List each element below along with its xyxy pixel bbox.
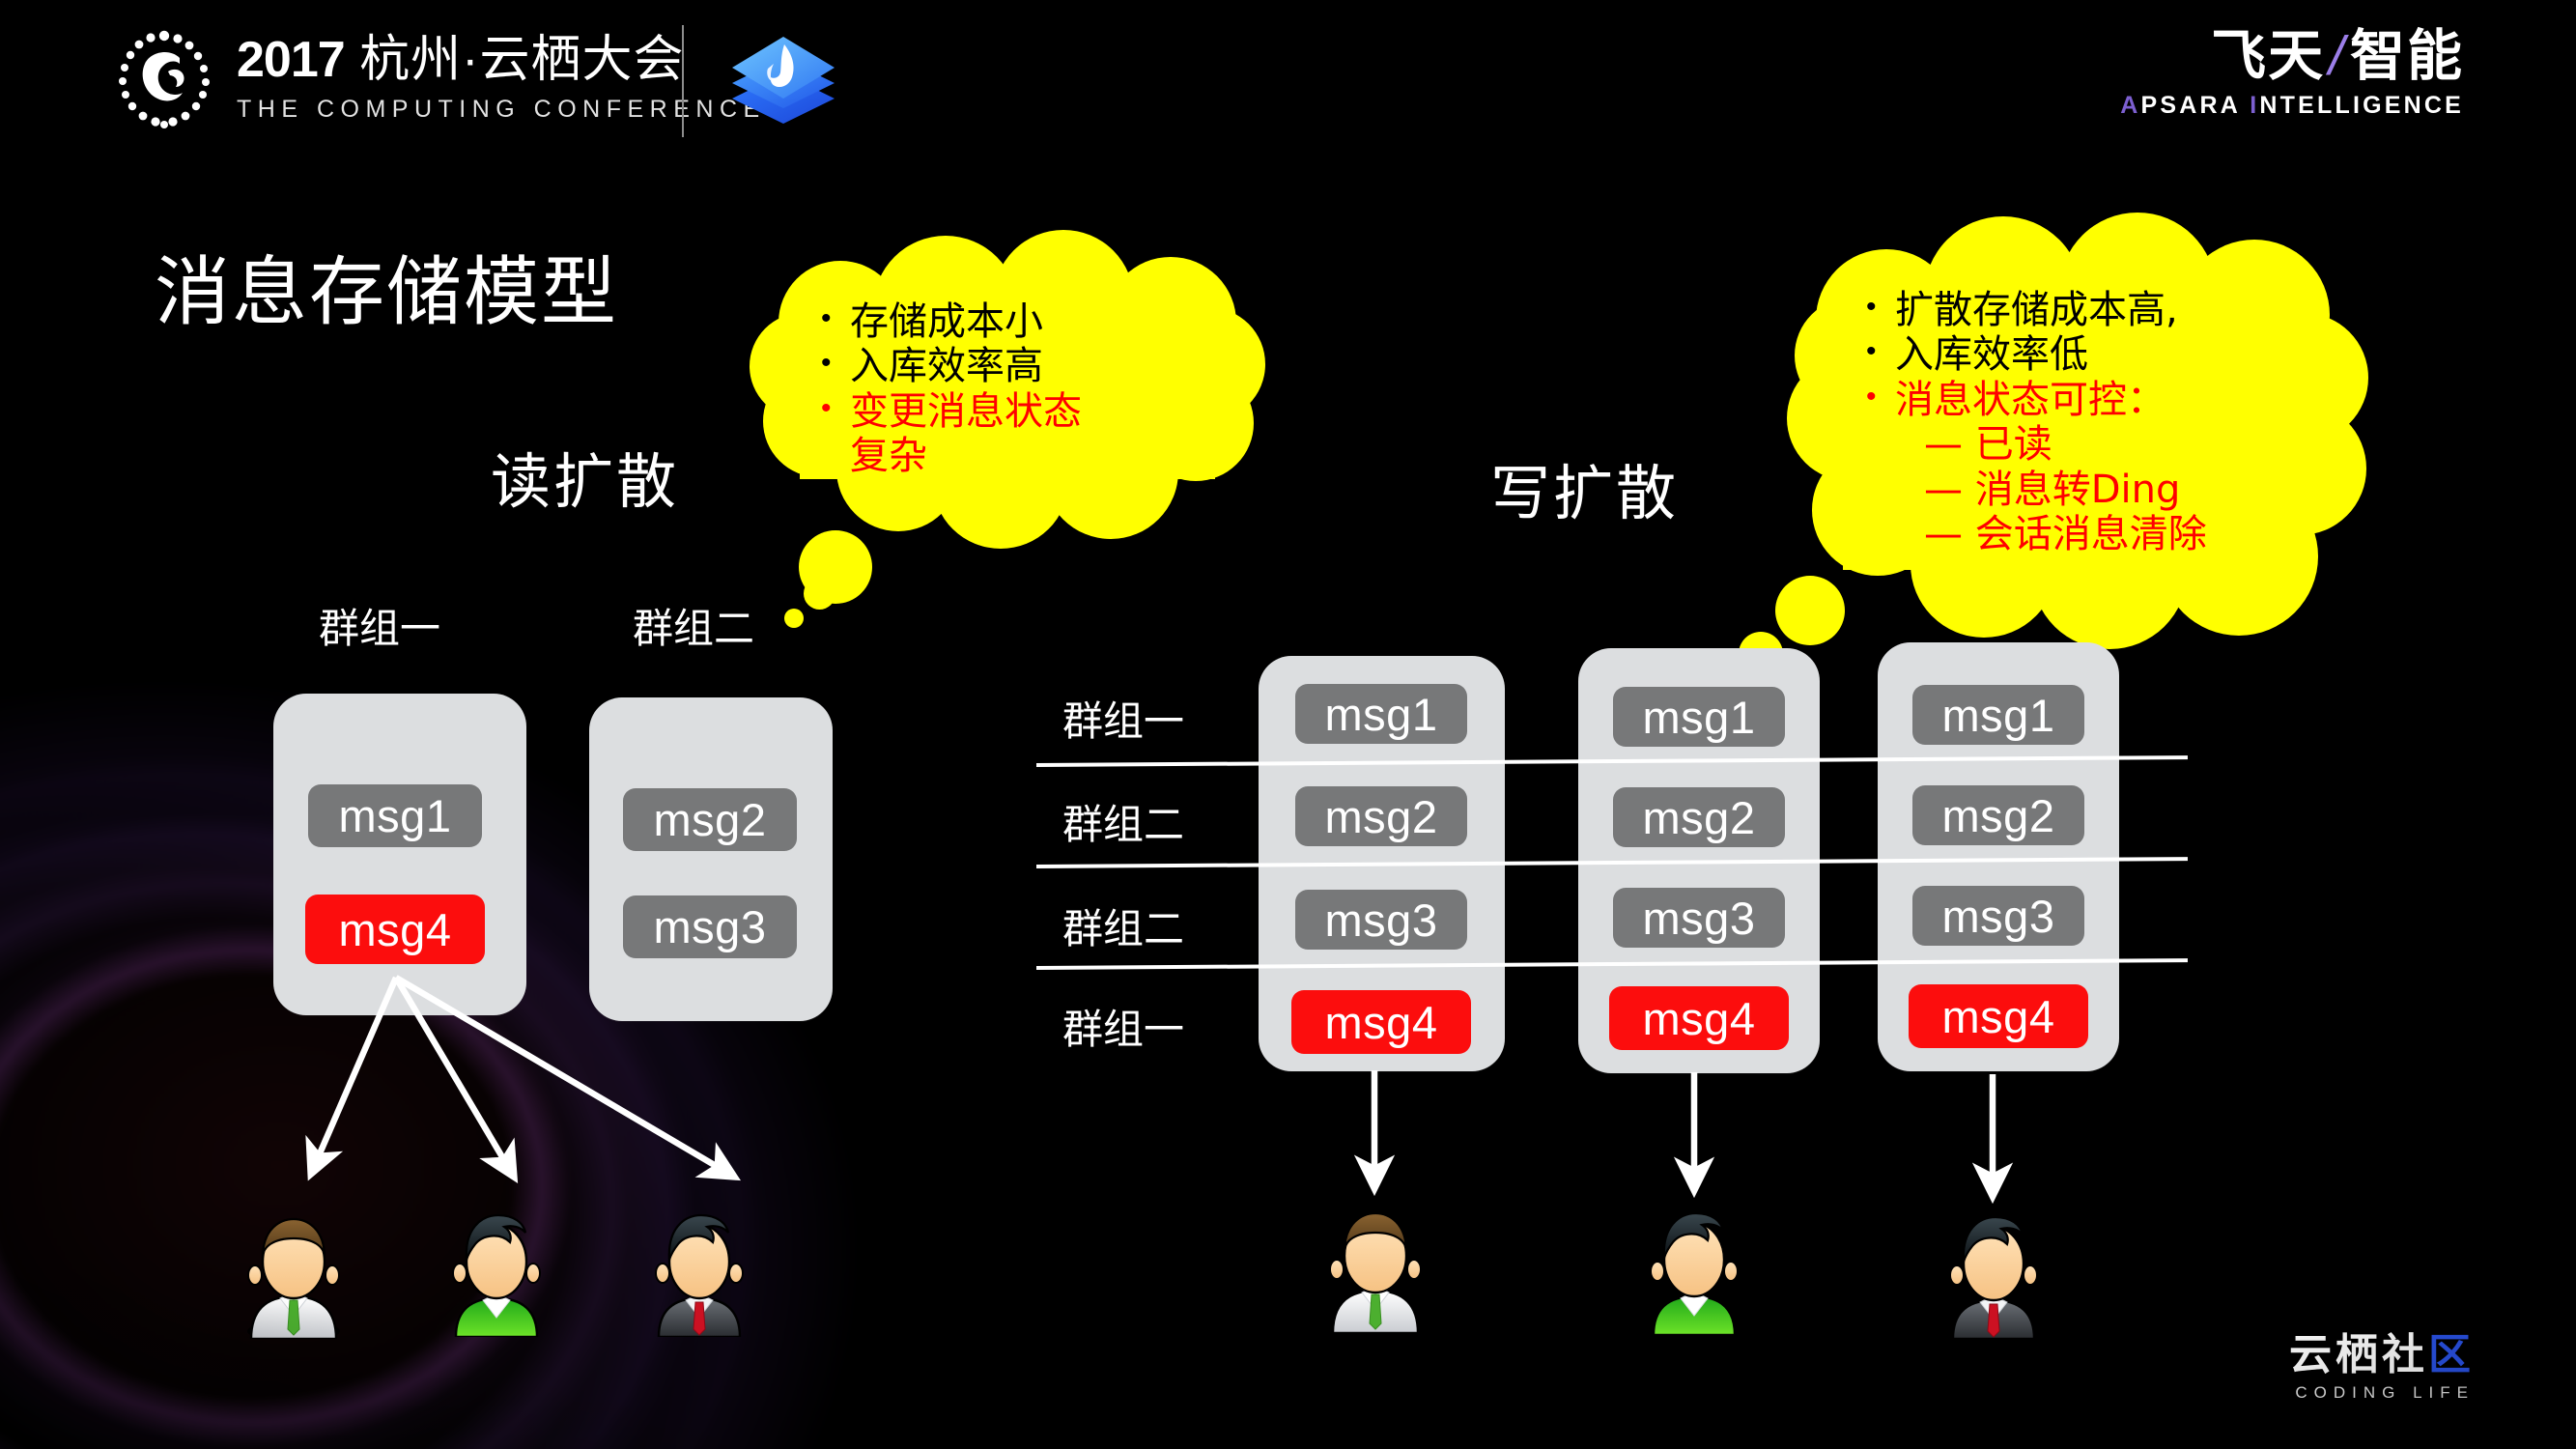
avatar-white-shirt-green-tie	[1323, 1202, 1428, 1336]
avatar-green-polo	[444, 1206, 549, 1339]
header-divider	[682, 25, 684, 137]
bubble-line: • 入库效率低	[1866, 332, 2349, 377]
bubble-line-text: 复杂	[850, 434, 927, 479]
message-chip[interactable]: msg2	[1295, 786, 1467, 846]
message-chip-highlighted[interactable]: msg4	[305, 895, 485, 964]
conference-city: 杭州·云栖大会	[359, 32, 685, 88]
message-chip-highlighted[interactable]: msg4	[1291, 990, 1471, 1054]
write-row-label-3: 群组二	[1062, 905, 1185, 952]
message-chip[interactable]: msg2	[1912, 785, 2084, 845]
bubble-tail-dot-small	[784, 609, 804, 628]
read-card-group-1: msg1 msg4	[273, 694, 526, 1015]
read-card-group-2: msg2 msg3	[589, 697, 833, 1021]
bubble-line: • 变更消息状态	[821, 389, 1227, 434]
yunqi-community-logo: 云栖社区 CODING LIFE	[2289, 1334, 2475, 1403]
message-chip[interactable]: msg3	[623, 895, 797, 958]
read-group-heading-1: 群组一	[319, 605, 441, 652]
bubble-line: • 扩散存储成本高,	[1866, 288, 2349, 332]
thought-bubble-write-fanout: • 扩散存储成本高, • 入库效率低 • 消息状态可控： — 已读 — 消息转Ding…	[1787, 213, 2368, 649]
message-chip-highlighted[interactable]: msg4	[1609, 986, 1789, 1050]
bubble-line: • 消息状态可控：	[1866, 378, 2349, 422]
bubble-line: — 消息转Ding	[1866, 468, 2349, 512]
bubble-line-text: 扩散存储成本高,	[1895, 288, 2178, 332]
bullet-glyph: •	[1866, 380, 1877, 412]
write-row-label-2: 群组二	[1062, 801, 1185, 848]
message-chip[interactable]: msg2	[623, 788, 797, 851]
bubble-tail-dot-medium	[804, 578, 835, 610]
avatar-green-polo	[1642, 1204, 1746, 1337]
write-row-label-4: 群组一	[1062, 1006, 1185, 1053]
bubble-line-text: 入库效率低	[1895, 332, 2088, 378]
message-chip-highlighted[interactable]: msg4	[1909, 984, 2088, 1048]
conference-wordmark: 2017 杭州·云栖大会 THE COMPUTING CONFERENCE	[237, 35, 766, 124]
apsara-diamond-icon	[726, 31, 840, 135]
brand-cn-feitian: 飞天	[2211, 25, 2326, 87]
slide-header: 2017 杭州·云栖大会 THE COMPUTING CONFERENCE	[0, 0, 2576, 162]
yunqi-logo-tagline: CODING LIFE	[2295, 1383, 2475, 1402]
brand-cn-zhineng: 智能	[2350, 25, 2464, 87]
bubble-line-text: — 已读	[1924, 422, 2052, 468]
bubble-line-text: 存储成本小	[850, 299, 1043, 344]
message-chip[interactable]: msg3	[1912, 886, 2084, 946]
page-title: 消息存储模型	[155, 249, 619, 336]
brand-en-psara: PSARA	[2140, 92, 2250, 119]
section-title-read-fanout: 读扩散	[491, 446, 680, 517]
bubble-tail-dot-large	[1775, 576, 1845, 645]
bubble-line: 复杂	[821, 434, 1227, 478]
bubble-line: — 会话消息清除	[1866, 512, 2349, 556]
write-delivery-arrows	[1353, 1070, 2014, 1205]
bubble-line-text: — 消息转Ding	[1924, 467, 2181, 512]
message-chip[interactable]: msg1	[1613, 687, 1785, 747]
bubble-line-text: 消息状态可控：	[1895, 377, 2166, 422]
message-chip[interactable]: msg3	[1613, 888, 1785, 948]
apsara-intelligence-logo: 飞天/智能 APSARA INTELLIGENCE	[2120, 29, 2464, 120]
bubble-line-text: — 会话消息清除	[1924, 511, 2207, 556]
message-chip[interactable]: msg1	[1912, 685, 2084, 745]
message-chip[interactable]: msg1	[1295, 684, 1467, 744]
write-row-label-1: 群组一	[1062, 697, 1185, 745]
bullet-glyph: •	[1866, 335, 1877, 368]
bubble-line-text: 变更消息状态	[850, 388, 1082, 434]
brand-en-ntelligence: NTELLIGENCE	[2259, 92, 2464, 119]
avatar-dark-suit-red-tie	[647, 1206, 751, 1339]
bubble-text-write: • 扩散存储成本高, • 入库效率低 • 消息状态可控： — 已读 — 消息转Ding…	[1866, 288, 2349, 556]
read-group-heading-2: 群组二	[633, 605, 755, 652]
avatar-dark-suit-red-tie	[1941, 1208, 2046, 1341]
bullet-glyph: •	[821, 347, 832, 380]
yunqi-logo-cn-accent: 区	[2428, 1330, 2475, 1379]
section-title-write-fanout: 写扩散	[1490, 458, 1680, 528]
conference-year: 2017	[237, 32, 346, 88]
yunqi-logo-cn: 云栖社	[2289, 1330, 2428, 1379]
conference-subtitle: THE COMPUTING CONFERENCE	[237, 96, 766, 123]
avatar-white-shirt-green-tie	[241, 1208, 346, 1342]
brand-slash: /	[2329, 25, 2346, 87]
message-chip[interactable]: msg1	[308, 784, 482, 847]
bullet-glyph: •	[821, 391, 832, 424]
brand-en-i: I	[2250, 92, 2260, 119]
thought-bubble-read-fanout: • 存储成本小 • 入库效率高 • 变更消息状态 复杂	[750, 230, 1265, 549]
bullet-glyph: •	[821, 302, 832, 334]
message-chip[interactable]: msg3	[1295, 890, 1467, 950]
bubble-text-read: • 存储成本小 • 入库效率高 • 变更消息状态 复杂	[821, 299, 1227, 479]
bubble-line: — 已读	[1866, 422, 2349, 467]
bubble-line: • 入库效率高	[821, 344, 1227, 388]
computing-conference-logo-icon	[114, 29, 215, 130]
bullet-glyph: •	[1866, 291, 1877, 323]
bubble-line-text: 入库效率高	[850, 344, 1043, 389]
brand-en-a: A	[2120, 92, 2141, 119]
message-chip[interactable]: msg2	[1613, 787, 1785, 847]
bubble-line: • 存储成本小	[821, 299, 1227, 344]
